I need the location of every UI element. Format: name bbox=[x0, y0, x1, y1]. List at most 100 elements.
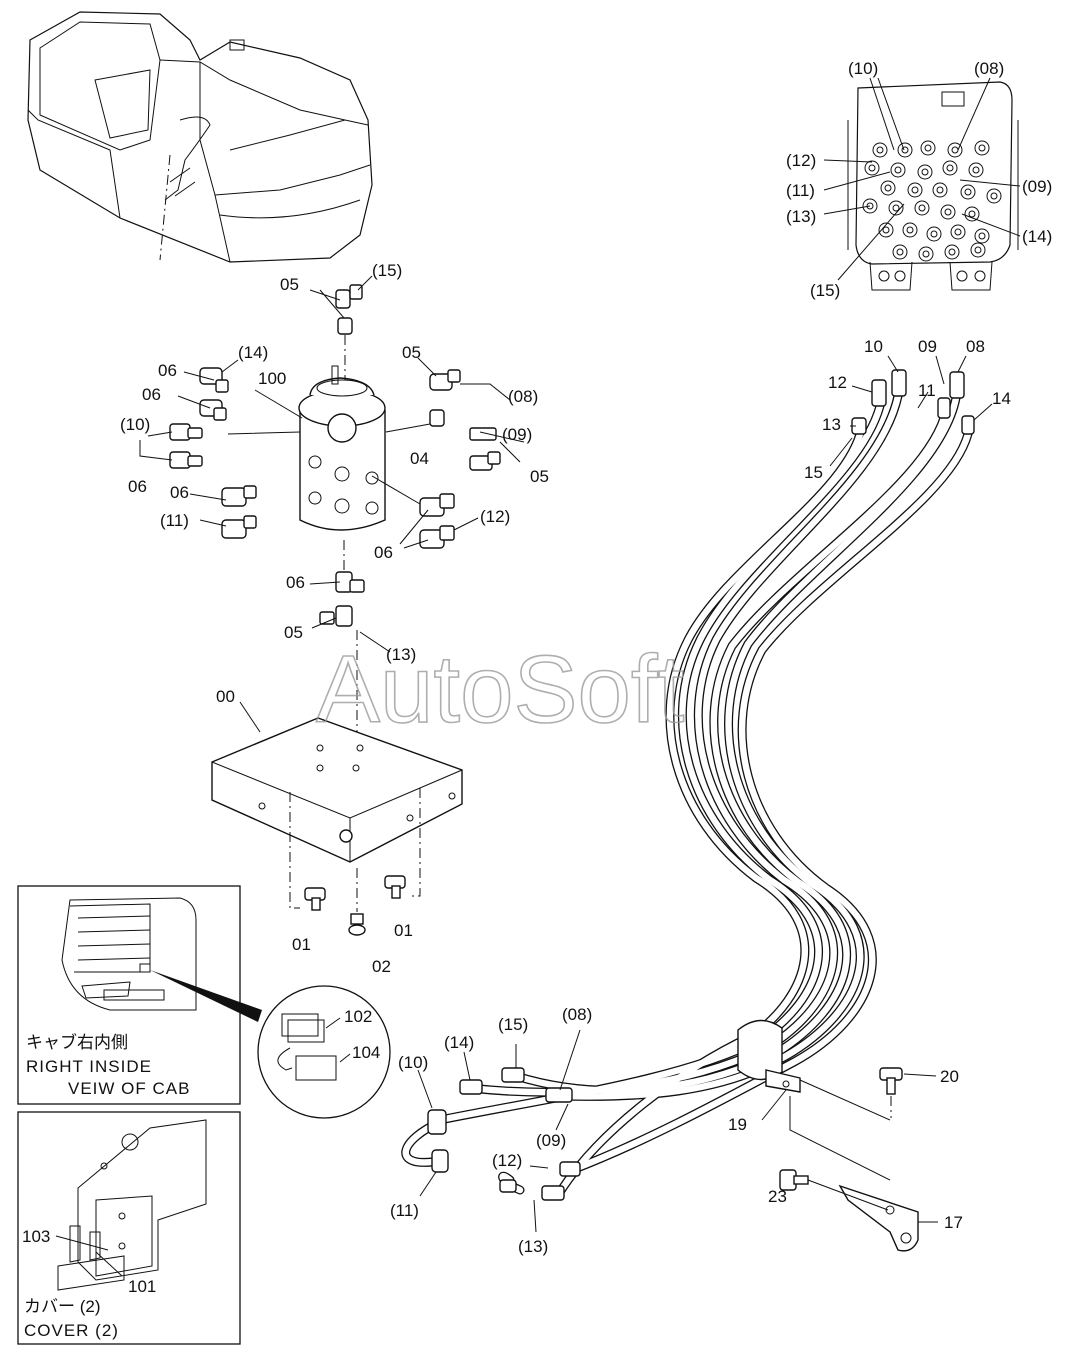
label-101: 101 bbox=[128, 1277, 156, 1296]
label-valve-10: (10) bbox=[848, 59, 878, 78]
valve-port bbox=[880, 180, 896, 196]
label-valve-09: (09) bbox=[1022, 177, 1052, 196]
valve-port bbox=[950, 224, 966, 240]
label-bottom-08: (08) bbox=[562, 1005, 592, 1024]
label-hose-09: 09 bbox=[918, 337, 937, 356]
label-hose-12: 12 bbox=[828, 373, 847, 392]
valve-port bbox=[926, 226, 942, 242]
label-rotor-13: (13) bbox=[386, 645, 416, 664]
label-00: 00 bbox=[216, 687, 235, 706]
valve-port bbox=[914, 200, 930, 216]
valve-port bbox=[888, 200, 904, 216]
label-19: 19 bbox=[728, 1115, 747, 1134]
label-102: 102 bbox=[344, 1007, 372, 1026]
valve-port bbox=[892, 244, 908, 260]
inset-cover bbox=[17, 1111, 241, 1345]
label-hose-14: 14 bbox=[992, 389, 1011, 408]
label-04: 04 bbox=[410, 449, 429, 468]
label-bottom-09: (09) bbox=[536, 1131, 566, 1150]
label-100: 100 bbox=[258, 369, 286, 388]
label-05-top: 05 bbox=[280, 275, 299, 294]
watermark: AutoSoft bbox=[316, 636, 684, 743]
valve-port bbox=[968, 162, 984, 178]
valve-port bbox=[918, 246, 934, 262]
hose-bundle bbox=[401, 369, 975, 1252]
label-06-c: 06 bbox=[128, 477, 147, 496]
label-bottom-12: (12) bbox=[492, 1151, 522, 1170]
valve-port bbox=[917, 164, 933, 180]
valve-port bbox=[942, 160, 958, 176]
hydraulic-hose bbox=[555, 393, 961, 1101]
label-20: 20 bbox=[940, 1067, 959, 1086]
label-01-right: 01 bbox=[394, 921, 413, 940]
cab-caption-jp: キャブ右内側 bbox=[26, 1032, 128, 1052]
label-hose-13: 13 bbox=[822, 415, 841, 434]
label-valve-08: (08) bbox=[974, 59, 1004, 78]
label-05-right-lower: 05 bbox=[530, 467, 549, 486]
inset-cab-view bbox=[17, 885, 391, 1119]
valve-port bbox=[902, 222, 918, 238]
cab-caption-en-1: RIGHT INSIDE bbox=[26, 1057, 152, 1076]
valve-port bbox=[872, 142, 888, 158]
label-01-left: 01 bbox=[292, 935, 311, 954]
valve-port bbox=[890, 162, 906, 178]
valve-port bbox=[878, 222, 894, 238]
swivel-joint bbox=[298, 365, 386, 531]
label-06-a: 06 bbox=[158, 361, 177, 380]
label-bottom-15: (15) bbox=[498, 1015, 528, 1034]
base-plate bbox=[211, 717, 463, 936]
part-labels: 00 01 01 02 04 05 05 05 05 06 06 06 06 0… bbox=[22, 59, 1052, 1340]
label-bottom-14: (14) bbox=[444, 1033, 474, 1052]
valve-port bbox=[970, 242, 986, 258]
label-23: 23 bbox=[768, 1187, 787, 1206]
valve-port bbox=[960, 184, 976, 200]
valve-port bbox=[907, 182, 923, 198]
valve-port bbox=[974, 140, 990, 156]
label-02: 02 bbox=[372, 957, 391, 976]
cab-caption-en-2: VEIW OF CAB bbox=[68, 1079, 190, 1098]
valve-port bbox=[986, 188, 1002, 204]
label-bottom-10: (10) bbox=[398, 1053, 428, 1072]
label-05-bottom: 05 bbox=[284, 623, 303, 642]
label-valve-15: (15) bbox=[810, 281, 840, 300]
label-hose-08: 08 bbox=[966, 337, 985, 356]
valve-port bbox=[947, 142, 963, 158]
control-valve-block bbox=[847, 81, 1019, 291]
label-rotor-08: (08) bbox=[508, 387, 538, 406]
label-rotor-11: (11) bbox=[160, 511, 189, 530]
label-hose-10: 10 bbox=[864, 337, 883, 356]
label-rotor-10: (10) bbox=[120, 415, 150, 434]
label-hose-11: 11 bbox=[918, 381, 936, 400]
valve-port bbox=[920, 140, 936, 156]
excavator-overview bbox=[27, 11, 373, 263]
label-bottom-11: (11) bbox=[390, 1201, 419, 1220]
valve-port bbox=[862, 198, 878, 214]
label-valve-13: (13) bbox=[786, 207, 816, 226]
label-103: 103 bbox=[22, 1227, 50, 1246]
label-valve-14: (14) bbox=[1022, 227, 1052, 246]
label-rotor-14: (14) bbox=[238, 343, 268, 362]
label-06-b: 06 bbox=[142, 385, 161, 404]
label-rotor-15: (15) bbox=[372, 261, 402, 280]
label-06-d: 06 bbox=[170, 483, 189, 502]
label-05-right-upper: 05 bbox=[402, 343, 421, 362]
leader-lines bbox=[139, 77, 1021, 1233]
cover-caption-jp: カバー (2) bbox=[24, 1297, 101, 1316]
label-17: 17 bbox=[944, 1213, 963, 1232]
label-bottom-13: (13) bbox=[518, 1237, 548, 1256]
label-rotor-09: (09) bbox=[502, 425, 532, 444]
valve-port bbox=[932, 182, 948, 198]
swivel-fittings bbox=[169, 284, 501, 770]
label-104: 104 bbox=[352, 1043, 380, 1062]
label-rotor-12: (12) bbox=[480, 507, 510, 526]
valve-port bbox=[897, 142, 913, 158]
label-valve-12: (12) bbox=[786, 151, 816, 170]
valve-port bbox=[940, 204, 956, 220]
label-06-f: 06 bbox=[286, 573, 305, 592]
cover-caption-en: COVER (2) bbox=[24, 1321, 119, 1340]
label-valve-11: (11) bbox=[786, 181, 815, 200]
valve-port bbox=[964, 206, 980, 222]
valve-port bbox=[864, 160, 880, 176]
label-06-e: 06 bbox=[374, 543, 393, 562]
